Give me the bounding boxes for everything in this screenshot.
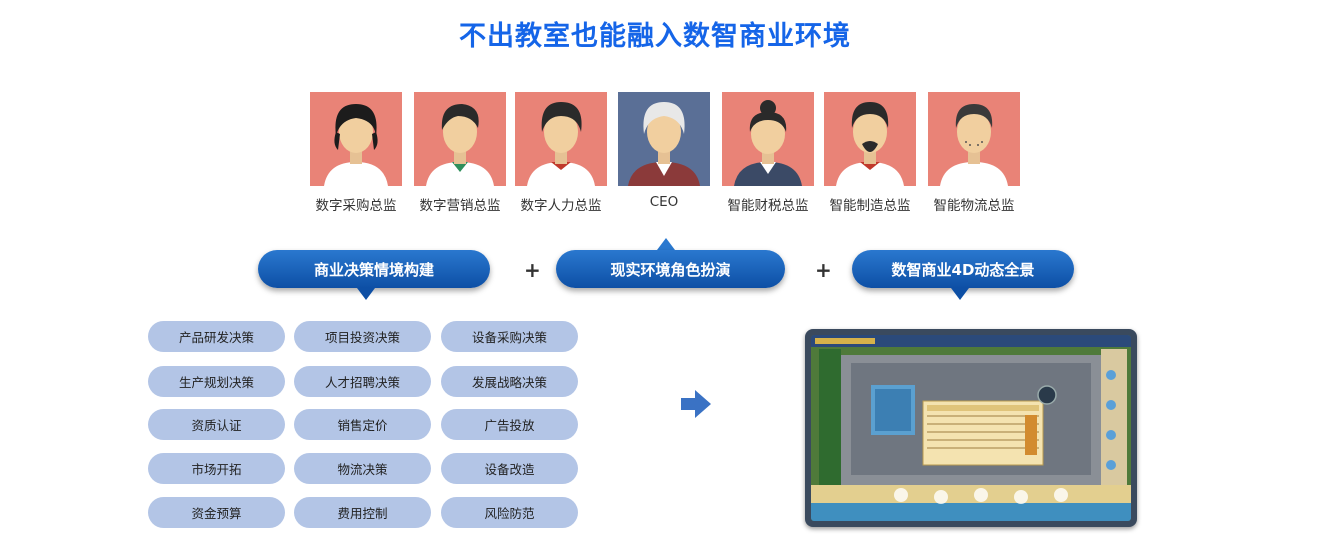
pointer-down-icon bbox=[951, 288, 969, 300]
role-label: 数字采购总监 bbox=[315, 198, 397, 214]
female-avatar-icon bbox=[515, 92, 607, 186]
role-label: CEO bbox=[649, 194, 679, 210]
elder-avatar-icon bbox=[618, 92, 710, 186]
decision-chip: 产品研发决策 bbox=[148, 321, 285, 352]
role-label: 数字营销总监 bbox=[419, 198, 501, 214]
decision-chip: 人才招聘决策 bbox=[294, 366, 431, 397]
decision-chip: 物流决策 bbox=[294, 453, 431, 484]
module-4d-panorama: 数智商业4D动态全景 bbox=[852, 250, 1074, 288]
page-title: 不出教室也能融入数智商业环境 bbox=[459, 21, 851, 52]
avatar-hr-director bbox=[515, 92, 607, 186]
male-avatar-icon bbox=[414, 92, 506, 186]
female-avatar-icon bbox=[310, 92, 402, 186]
decision-chip: 费用控制 bbox=[294, 497, 431, 528]
avatar-manufacturing-director bbox=[824, 92, 916, 186]
role-label: 智能财税总监 bbox=[727, 198, 809, 214]
role-label: 智能制造总监 bbox=[829, 198, 911, 214]
module-role-play: 现实环境角色扮演 bbox=[556, 250, 785, 288]
decision-chip: 设备改造 bbox=[441, 453, 578, 484]
module-business-decision-scenario: 商业决策情境构建 bbox=[258, 250, 490, 288]
female-avatar-icon bbox=[722, 92, 814, 186]
role-label: 数字人力总监 bbox=[520, 198, 602, 214]
plus-sign: + bbox=[524, 258, 541, 282]
pointer-down-icon bbox=[357, 288, 375, 300]
decision-chip: 设备采购决策 bbox=[441, 321, 578, 352]
decision-chip: 发展战略决策 bbox=[441, 366, 578, 397]
decision-chip: 资质认证 bbox=[148, 409, 285, 440]
role-label: 智能物流总监 bbox=[933, 198, 1015, 214]
pointer-up-icon bbox=[657, 238, 675, 250]
avatar-logistics-director bbox=[928, 92, 1020, 186]
avatar-ceo bbox=[618, 92, 710, 186]
simulation-screen-preview bbox=[805, 329, 1137, 527]
decision-chip: 市场开拓 bbox=[148, 453, 285, 484]
decision-chip: 风险防范 bbox=[441, 497, 578, 528]
decision-chip: 项目投资决策 bbox=[294, 321, 431, 352]
decision-chip: 生产规划决策 bbox=[148, 366, 285, 397]
plus-sign: + bbox=[815, 258, 832, 282]
city-simulation-image bbox=[811, 335, 1131, 521]
decision-chip: 销售定价 bbox=[294, 409, 431, 440]
avatar-finance-director bbox=[722, 92, 814, 186]
arrow-right-icon bbox=[681, 390, 711, 418]
bearded-avatar-icon bbox=[824, 92, 916, 186]
avatar-marketing-director bbox=[414, 92, 506, 186]
decision-chip: 资金预算 bbox=[148, 497, 285, 528]
avatar-purchasing-director bbox=[310, 92, 402, 186]
male-avatar-icon bbox=[928, 92, 1020, 186]
decision-chip: 广告投放 bbox=[441, 409, 578, 440]
